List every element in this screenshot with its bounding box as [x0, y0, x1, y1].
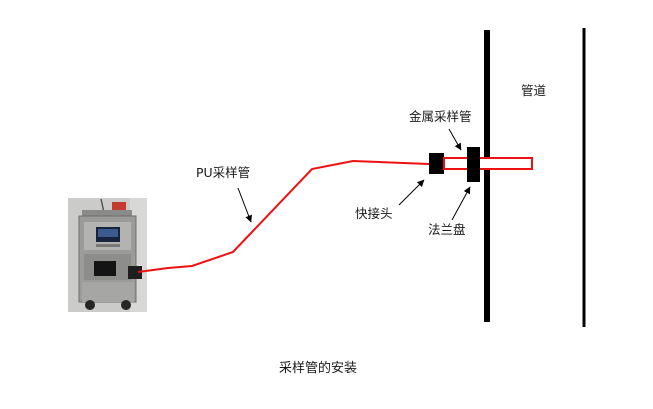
label-quick-connector: 快接头 — [355, 206, 393, 221]
wheel-left — [85, 300, 95, 310]
arrow-pu-tube — [237, 187, 252, 223]
red-top-part — [112, 202, 126, 212]
wheel-right — [121, 300, 131, 310]
diagram-title: 采样管的安装 — [279, 360, 357, 376]
instrument-top-cap — [82, 210, 132, 218]
pu-sampling-tube-line — [137, 159, 430, 273]
instrument-screen-glow — [98, 229, 118, 237]
instrument-side-box — [128, 266, 142, 279]
arrow-metal-tube — [448, 128, 462, 151]
instrument-button-row — [96, 244, 120, 247]
instrument-opening — [94, 261, 116, 276]
label-metal-tube: 金属采样管 — [409, 109, 472, 124]
arrow-quick-connector — [398, 179, 425, 206]
label-flange: 法兰盘 — [428, 222, 466, 237]
instrument-photo — [68, 198, 147, 312]
label-pu-tube: PU采样管 — [196, 165, 250, 180]
quick-connector — [429, 153, 444, 174]
label-pipeline: 管道 — [521, 83, 547, 98]
flange — [467, 147, 480, 182]
instrument-lower-section — [82, 282, 134, 302]
arrow-flange — [451, 186, 471, 221]
metal-sampling-tube — [443, 157, 533, 170]
